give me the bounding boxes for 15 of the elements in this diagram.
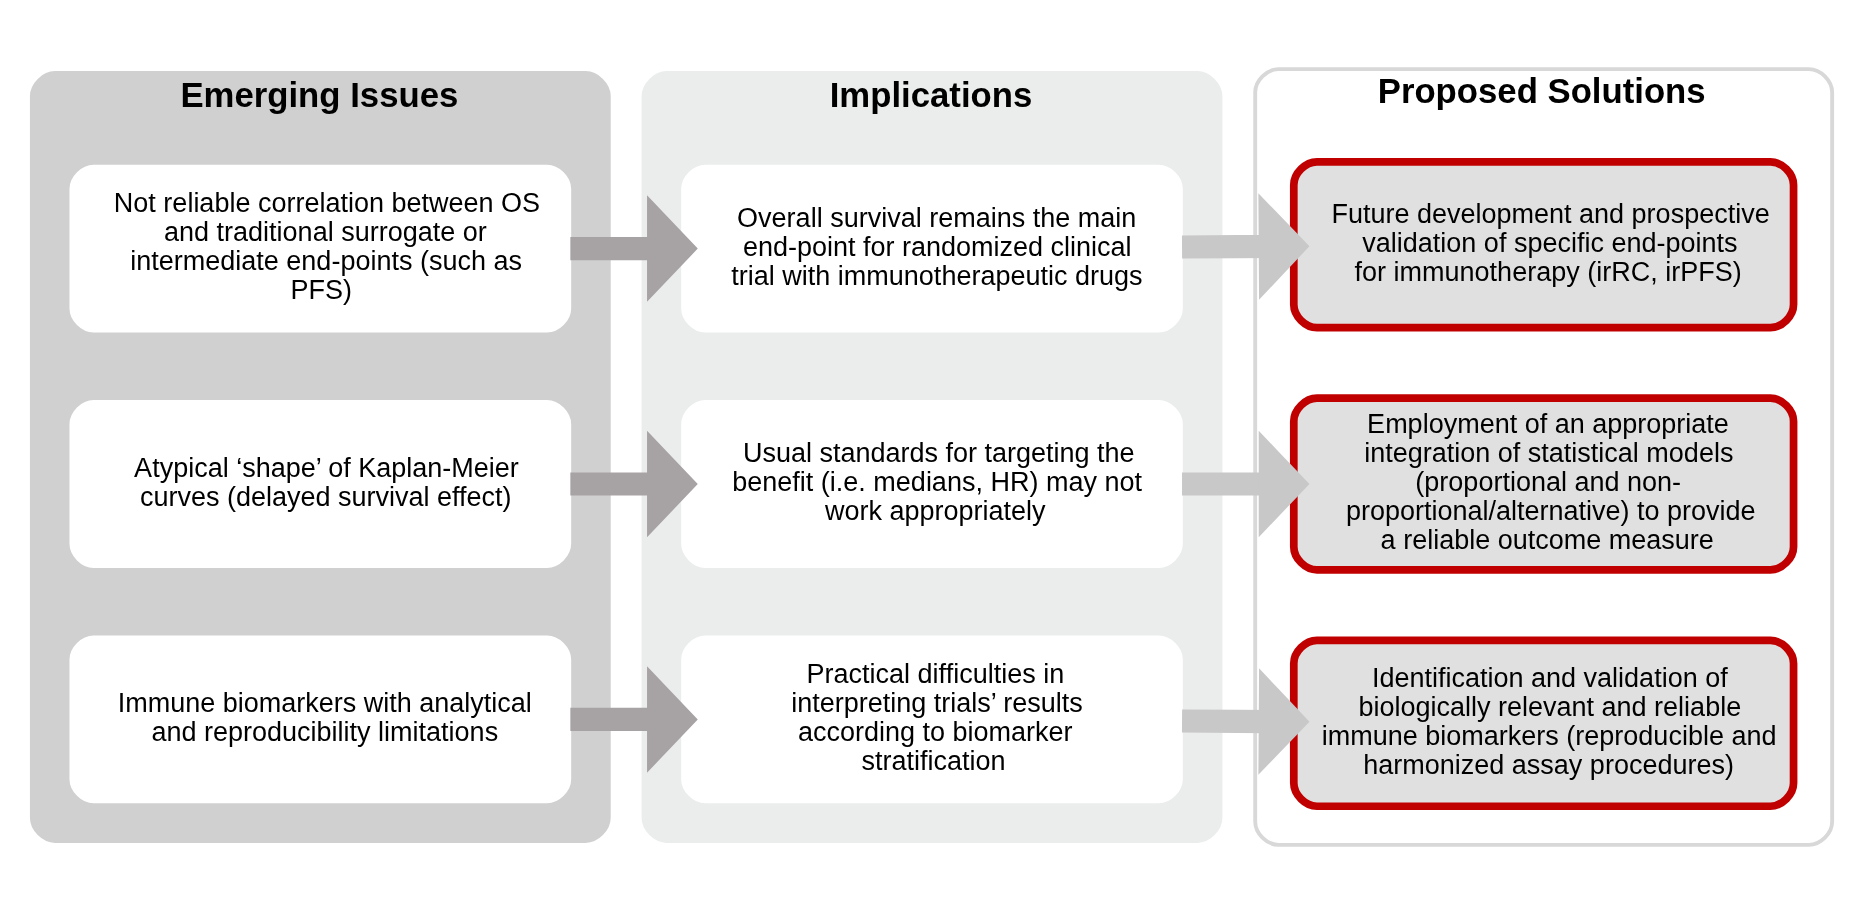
node-box: Atypical ‘shape’ of Kaplan-Meier curves (delayed survival effect) xyxy=(69,399,572,568)
arrow xyxy=(570,430,698,537)
node-box: Employment of an appropriate integration of statistical models (proportional and non-proportional/alternative) to provide a reliable outcome measure xyxy=(1289,393,1798,574)
arrow xyxy=(1182,430,1310,537)
arrow xyxy=(1182,192,1310,300)
node-box: Immune biomarkers with analytical and reproducibility limitations xyxy=(69,635,572,803)
node-box: Not reliable correlation between OS and traditional surrogate or intermediate end-points (such as PFS) xyxy=(69,164,572,333)
node-box: Practical difficulties in interpreting trials’ results according to biomarker stratification xyxy=(681,635,1183,803)
node-box: Identification and validation of biologically relevant and reliable immune biomarkers (reproducible and harmonized assay procedures) xyxy=(1289,635,1798,810)
node-box: Overall survival remains the main end-point for randomized clinical trial with immunotherapeutic drugs xyxy=(681,164,1183,333)
arrow xyxy=(570,665,698,773)
arrow xyxy=(1181,667,1310,775)
node-box: Usual standards for targeting the benefit (i.e. medians, HR) may not work appropriately xyxy=(681,399,1183,568)
arrow xyxy=(570,194,698,302)
node-box: Future development and prospective validation of specific end-points for immunotherapy (irRC, irPFS) xyxy=(1289,157,1798,332)
